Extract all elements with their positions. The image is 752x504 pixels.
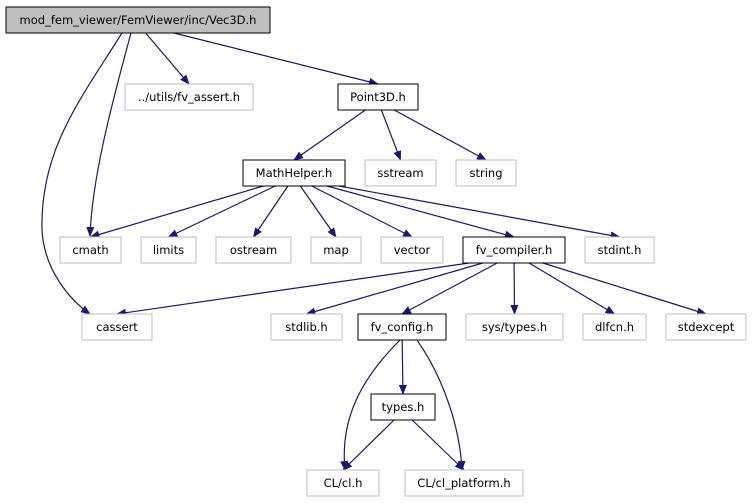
edge-point3d-to-mathhelper [293,109,366,161]
node-label-sstream: sstream [377,166,423,180]
node-types[interactable]: types.h [370,393,436,421]
node-mathhelper[interactable]: MathHelper.h [242,159,346,187]
node-box-sstream [364,159,437,187]
edge-fv_compiler-to-cassert [116,262,470,317]
node-box-point3d [337,83,419,111]
node-box-vec3d [5,6,271,34]
node-fv_compiler[interactable]: fv_compiler.h [462,236,566,264]
node-box-cmath [59,236,122,264]
node-cmath: cmath [59,236,122,264]
node-box-fv_assert [124,83,254,111]
node-box-fv_config [357,313,447,341]
node-label-cassert: cassert [96,320,138,334]
node-stdlib: stdlib.h [270,313,343,341]
node-label-fv_config: fv_config.h [371,320,434,334]
node-ostream: ostream [215,236,292,264]
node-fv_config[interactable]: fv_config.h [357,313,447,341]
node-clplatform: CL/cl_platform.h [404,469,524,497]
node-label-clcl: CL/cl.h [324,476,363,490]
edge-mathhelper-to-ostream [252,185,289,238]
node-box-clcl [306,469,380,497]
node-stdint: stdint.h [584,236,655,264]
node-label-dlfcn: dlfcn.h [595,320,634,334]
node-label-point3d: Point3D.h [350,90,406,104]
edge-fv_config-to-clplatform [416,339,466,471]
edge-types-to-clcl [342,419,395,471]
node-box-string [455,159,517,187]
node-label-clplatform: CL/cl_platform.h [417,476,510,490]
node-box-mathhelper [242,159,346,187]
node-label-map: map [323,243,349,257]
edge-mathhelper-to-stdint [338,185,621,240]
edge-fv_compiler-to-stdexcept [542,262,707,316]
node-label-cmath: cmath [72,243,108,257]
edge-mathhelper-to-limits [167,185,276,238]
node-label-fv_assert: ../utils/fv_assert.h [138,90,240,104]
node-label-vec3d: mod_fem_viewer/FemViewer/inc/Vec3D.h [20,13,257,27]
edges-layer [41,32,707,471]
edge-fv_compiler-to-fv_config [401,262,498,315]
node-label-stdlib: stdlib.h [285,320,327,334]
node-label-mathhelper: MathHelper.h [256,166,333,180]
node-clcl: CL/cl.h [306,469,380,497]
edge-mathhelper-to-cmath [89,185,264,239]
node-box-stdint [584,236,655,264]
edge-vec3d-to-cassert [41,32,123,315]
node-vec3d[interactable]: mod_fem_viewer/FemViewer/inc/Vec3D.h [5,6,271,34]
node-stdexcept: stdexcept [665,313,747,341]
node-box-map [310,236,362,264]
node-label-limits: limits [153,243,184,257]
node-map: map [310,236,362,264]
nodes-layer: mod_fem_viewer/FemViewer/inc/Vec3D.h ../u… [5,6,747,497]
edge-mathhelper-to-fv_compiler [326,185,515,239]
node-box-cassert [81,313,153,341]
node-box-limits [140,236,197,264]
edge-vec3d-to-fv_assert [145,32,190,85]
node-label-stdint: stdint.h [598,243,642,257]
node-limits: limits [140,236,197,264]
node-label-ostream: ostream [230,243,277,257]
node-box-ostream [215,236,292,264]
node-box-vector [380,236,444,264]
edge-vec3d-to-cmath [86,32,132,237]
edge-mathhelper-to-map [299,185,337,238]
node-string: string [455,159,517,187]
node-sstream: sstream [364,159,437,187]
node-fv_assert: ../utils/fv_assert.h [124,83,254,111]
node-dlfcn: dlfcn.h [582,313,647,341]
node-label-vector: vector [394,243,431,257]
node-box-dlfcn [582,313,647,341]
node-box-stdexcept [665,313,747,341]
edge-fv_compiler-to-stdlib [305,262,484,316]
node-box-stdlib [270,313,343,341]
node-box-types [370,393,436,421]
node-box-systypes [465,313,564,341]
edge-fv_config-to-clcl [340,339,401,471]
edge-mathhelper-to-vector [311,185,413,238]
edge-point3d-to-sstream [380,109,402,161]
node-label-types: types.h [382,400,425,414]
node-label-stdexcept: stdexcept [678,320,735,334]
node-label-string: string [469,166,502,180]
node-cassert: cassert [81,313,153,341]
node-vector: vector [380,236,444,264]
node-box-clplatform [404,469,524,497]
node-point3d[interactable]: Point3D.h [337,83,419,111]
edge-point3d-to-string [393,109,487,161]
node-label-fv_compiler: fv_compiler.h [476,243,553,257]
edge-vec3d-to-point3d [173,32,379,86]
node-systypes: sys/types.h [465,313,564,341]
node-label-systypes: sys/types.h [482,320,547,334]
edge-fv_compiler-to-dlfcn [528,262,616,315]
edge-types-to-clplatform [411,419,465,471]
node-box-fv_compiler [462,236,566,264]
edge-fv_config-to-types [398,339,407,395]
